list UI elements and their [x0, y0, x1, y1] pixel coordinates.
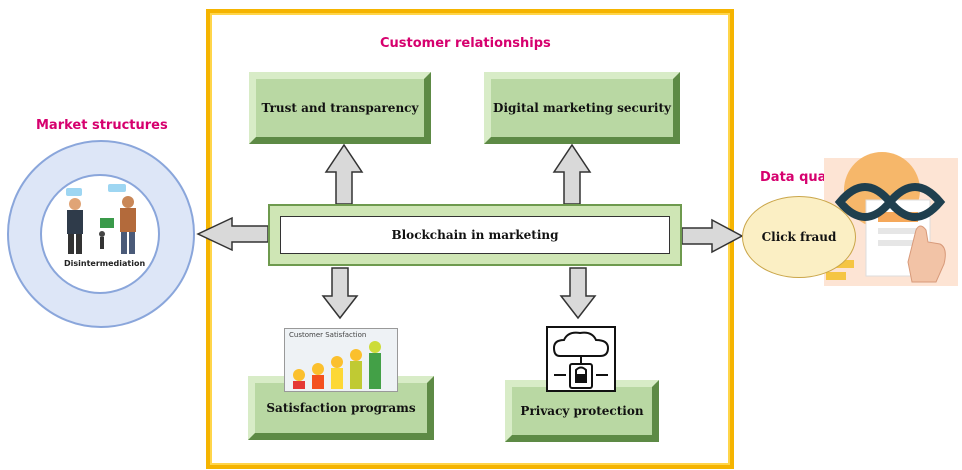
market-structures-heading: Market structures — [36, 118, 168, 133]
disintermediation-illustration — [66, 184, 136, 254]
arrow-down-privacy — [559, 267, 597, 320]
arrow-up-security — [552, 143, 592, 205]
market-structures-inner-circle — [40, 174, 160, 294]
security-label: Digital marketing security — [493, 101, 671, 115]
privacy-label: Privacy protection — [520, 404, 644, 418]
blockchain-central-box: Blockchain in marketing — [268, 204, 682, 266]
satisfaction-box: Satisfaction programs — [248, 376, 434, 440]
arrow-up-trust — [324, 143, 364, 205]
satisfaction-bars-illustration — [293, 341, 381, 389]
customer-relationships-heading: Customer relationships — [380, 36, 551, 51]
click-fraud-label: Click fraud — [761, 230, 837, 244]
arrow-right-data — [681, 218, 744, 254]
privacy-box: Privacy protection — [505, 380, 659, 442]
privacy-lock-icon — [546, 326, 616, 392]
arrow-down-satisfaction — [321, 267, 359, 320]
arrow-left-market — [196, 216, 269, 252]
customer-satisfaction-caption: Customer Satisfaction — [289, 331, 367, 339]
click-fraud-ellipse: Click fraud — [742, 196, 856, 278]
disintermediation-caption: Disintermediation — [64, 259, 146, 268]
trust-label: Trust and transparency — [261, 101, 419, 115]
customer-satisfaction-image: Customer Satisfaction — [284, 328, 398, 392]
satisfaction-label: Satisfaction programs — [266, 401, 416, 415]
security-box: Digital marketing security — [484, 72, 680, 144]
trust-box: Trust and transparency — [249, 72, 431, 144]
blockchain-label: Blockchain in marketing — [391, 228, 559, 242]
